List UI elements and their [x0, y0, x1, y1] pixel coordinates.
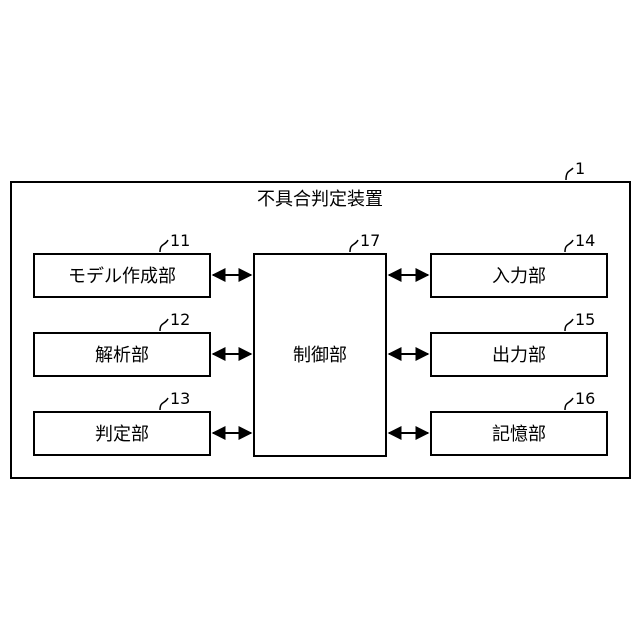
device-ref: 1 — [575, 159, 585, 178]
device-title: 不具合判定装置 — [257, 189, 383, 210]
block-control-label: 制御部 — [293, 345, 347, 366]
block-storage-label: 記憶部 — [492, 424, 546, 445]
device-ref-leader — [566, 168, 573, 180]
block-output-label: 出力部 — [492, 345, 546, 366]
block-input-ref: 14 — [575, 231, 595, 250]
block-model-creation-ref: 11 — [170, 231, 190, 250]
block-control-ref: 17 — [360, 231, 380, 250]
block-judgment-ref: 13 — [170, 389, 190, 408]
block-output-ref: 15 — [575, 310, 595, 329]
block-model-creation-label: モデル作成部 — [68, 266, 176, 287]
block-judgment-label: 判定部 — [95, 424, 149, 445]
block-analysis-label: 解析部 — [95, 345, 149, 366]
block-storage-ref: 16 — [575, 389, 595, 408]
block-control: 制御部 17 — [254, 231, 386, 456]
block-analysis-ref: 12 — [170, 310, 190, 329]
block-input-label: 入力部 — [492, 266, 546, 287]
